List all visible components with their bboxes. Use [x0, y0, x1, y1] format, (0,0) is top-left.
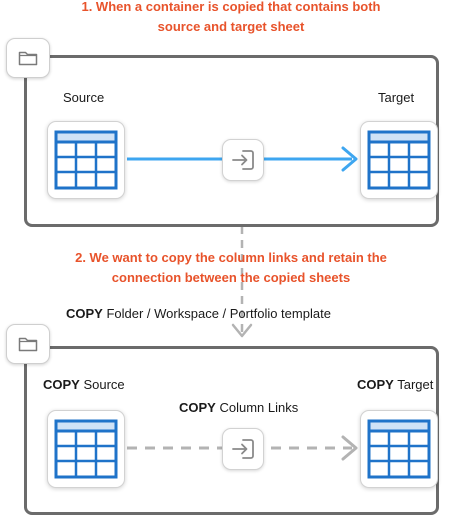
copy-source-text: Source [79, 377, 125, 392]
copy-source-sheet-tile [47, 410, 125, 488]
copy-column-links-text: Column Links [215, 400, 299, 415]
target-label: Target [378, 90, 415, 105]
source-sheet-tile [47, 121, 125, 199]
copy-source-label: COPY Source [43, 377, 125, 392]
copy-column-links-label: COPY Column Links [179, 400, 298, 415]
step2-caption: 2. We want to copy the column links and … [0, 248, 462, 288]
link-enter-icon [232, 150, 254, 170]
step1-caption-line1: 1. When a container is copied that conta… [81, 0, 381, 14]
copy-target-text: Target [393, 377, 434, 392]
target-sheet-tile [360, 121, 438, 199]
top-folder-tab [6, 38, 50, 78]
spreadsheet-icon [54, 130, 118, 190]
copy-folder-note: COPY Folder / Workspace / Portfolio temp… [66, 306, 331, 321]
folder-icon [18, 51, 38, 66]
copy-target-sheet-tile [360, 410, 438, 488]
link-enter-icon [232, 439, 254, 459]
spreadsheet-icon [367, 419, 431, 479]
copy-target-label: COPY Target [357, 377, 433, 392]
top-link-tile [222, 139, 264, 181]
source-label: Source [63, 90, 105, 105]
step1-caption-line2: source and target sheet [157, 19, 305, 34]
bottom-folder-tab [6, 324, 50, 364]
bottom-link-tile [222, 428, 264, 470]
step1-caption: 1. When a container is copied that conta… [0, 0, 462, 37]
copy-keyword: COPY [179, 400, 216, 415]
copy-keyword: COPY [43, 377, 80, 392]
spreadsheet-icon [54, 419, 118, 479]
folder-icon [18, 337, 38, 352]
copy-folder-note-text: Folder / Workspace / Portfolio template [102, 306, 331, 321]
step2-caption-line2: connection between the copied sheets [111, 270, 351, 285]
copy-keyword: COPY [357, 377, 394, 392]
step2-caption-line1: 2. We want to copy the column links and … [75, 250, 387, 265]
spreadsheet-icon [367, 130, 431, 190]
copy-keyword: COPY [66, 306, 103, 321]
